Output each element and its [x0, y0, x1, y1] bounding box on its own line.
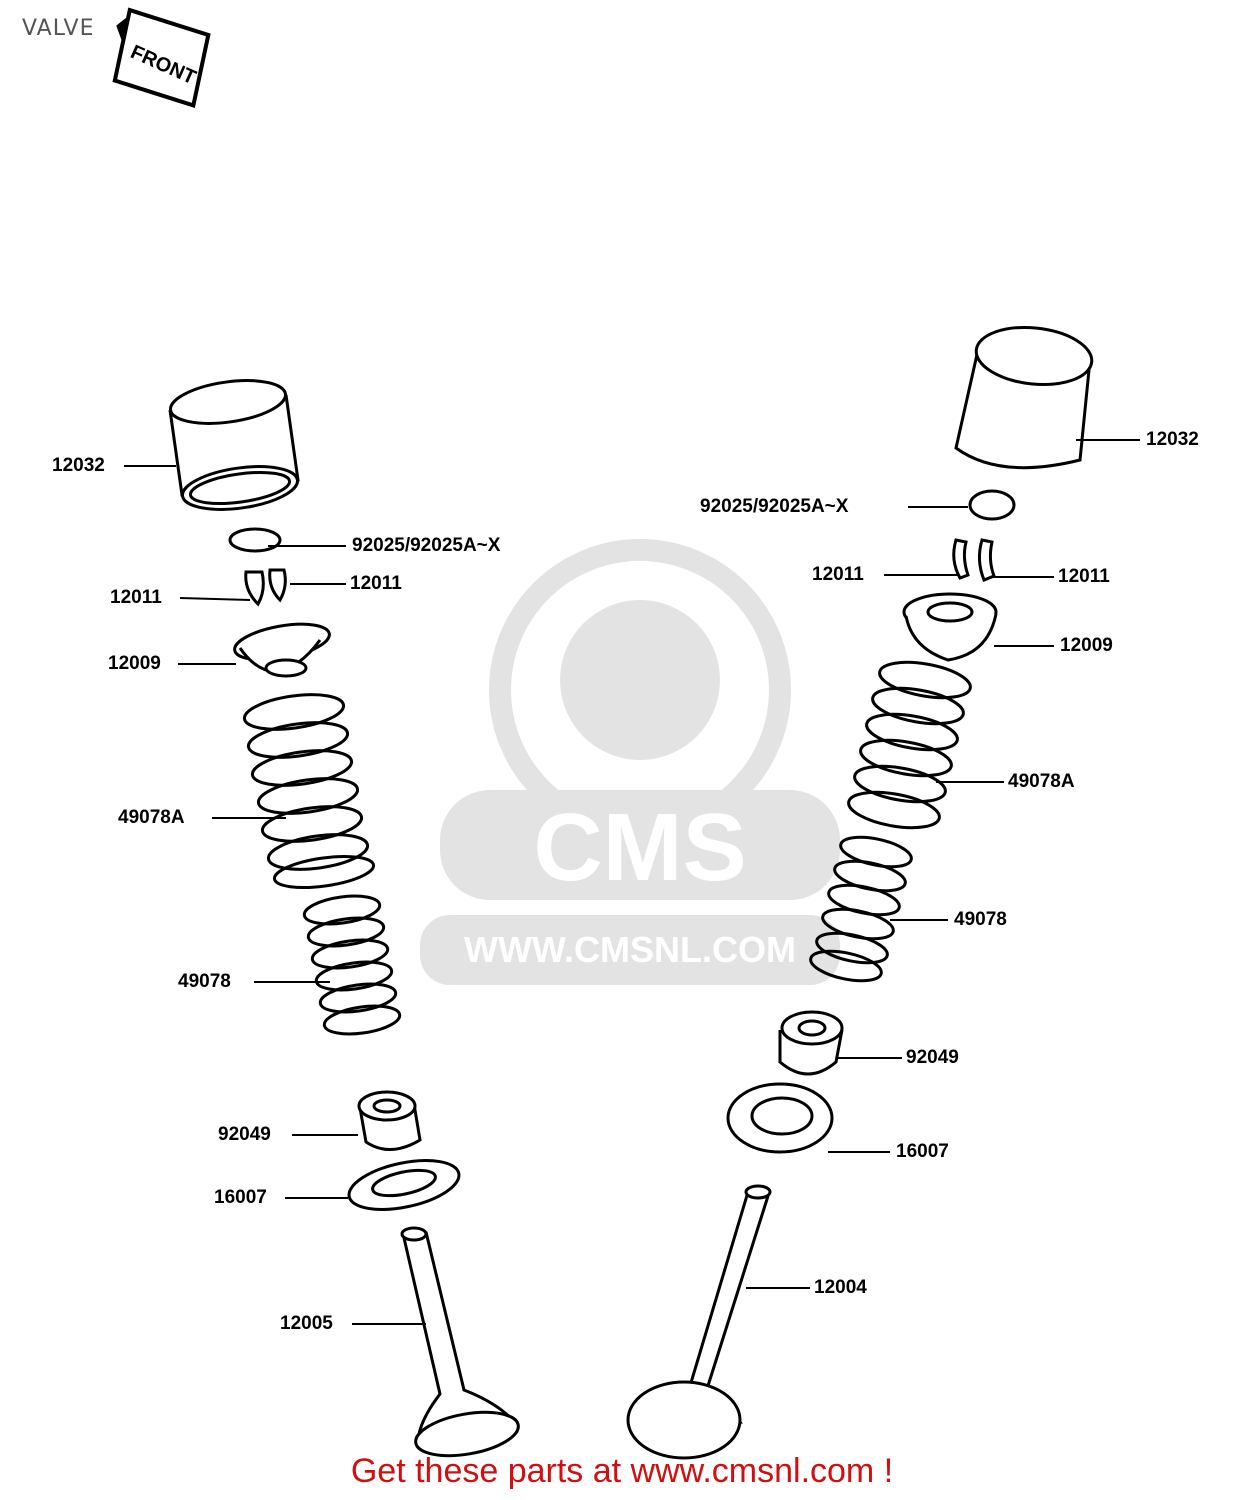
right-valve	[626, 1184, 772, 1460]
page-title: VALVE	[22, 16, 95, 41]
watermark-url: WWW.CMSNL.COM	[464, 929, 796, 970]
label-right-stem-seal: 92049	[906, 1047, 959, 1068]
label-right-retainer: 12009	[1060, 635, 1113, 656]
left-outer-spring	[242, 693, 376, 890]
label-right-cotter-right: 12011	[1058, 566, 1110, 587]
watermark: CMS WWW.CMSNL.COM	[420, 539, 840, 985]
front-arrow-badge: FRONT	[112, 7, 211, 108]
left-inner-spring	[302, 894, 402, 1036]
right-retainer	[902, 592, 998, 662]
watermark-brand: CMS	[533, 794, 746, 901]
left-tappet	[168, 379, 300, 511]
left-spring-seat	[347, 1159, 461, 1211]
label-left-valve: 12005	[280, 1313, 333, 1334]
label-left-retainer: 12009	[108, 653, 161, 674]
label-left-tappet: 12032	[52, 455, 105, 476]
label-left-cotter-right: 12011	[350, 573, 402, 594]
right-cotters	[952, 538, 996, 582]
label-left-inner-spring: 49078	[178, 971, 231, 992]
label-right-cotter-left: 12011	[812, 564, 864, 585]
right-tappet	[954, 326, 1094, 470]
label-right-shim: 92025/92025A~X	[700, 496, 849, 517]
right-valve-assembly	[626, 326, 1094, 1460]
left-retainer	[233, 622, 331, 678]
right-inner-spring	[809, 835, 913, 983]
left-shim	[228, 527, 282, 553]
label-right-outer-spring: 49078A	[1008, 771, 1075, 792]
right-stem-seal	[778, 1010, 844, 1076]
leader-lines	[124, 439, 1140, 1325]
label-left-shim: 92025/92025A~X	[352, 535, 501, 556]
footer-parts-link[interactable]: Get these parts at www.cmsnl.com !	[350, 1452, 894, 1490]
label-left-stem-seal: 92049	[218, 1124, 271, 1145]
left-cotters	[244, 568, 287, 607]
right-shim	[968, 489, 1016, 521]
label-right-valve: 12004	[814, 1277, 867, 1298]
left-valve-assembly	[168, 379, 520, 1458]
right-outer-spring	[847, 660, 972, 830]
label-right-spring-seat: 16007	[896, 1141, 949, 1162]
label-right-inner-spring: 49078	[954, 909, 1007, 930]
label-right-tappet: 12032	[1146, 429, 1199, 450]
left-valve	[400, 1226, 520, 1458]
right-spring-seat	[726, 1082, 834, 1154]
label-left-cotter-left: 12011	[110, 587, 162, 608]
label-left-spring-seat: 16007	[214, 1187, 267, 1208]
label-left-outer-spring: 49078A	[118, 807, 185, 828]
left-stem-seal	[357, 1090, 422, 1151]
